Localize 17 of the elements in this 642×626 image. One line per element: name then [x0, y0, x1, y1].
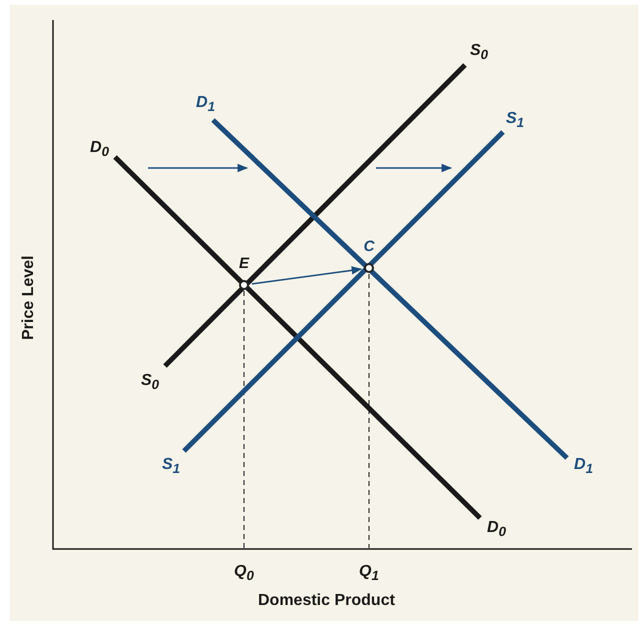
curve-label: S$_{1}$: [162, 456, 180, 478]
axis-title: Price Level: [20, 256, 38, 340]
curve-label: D$_{1}$: [196, 94, 215, 116]
curve-label: D$_{0}$: [487, 519, 506, 542]
curve-label: S$_{0}$: [141, 372, 160, 394]
arrow: [252, 266, 362, 285]
point-label: E: [238, 255, 250, 273]
curve-label: D$_{0}$: [90, 139, 109, 162]
axis-title: Domestic Product: [258, 592, 395, 610]
equilibrium-point: [236, 255, 252, 291]
quantity-label: Q$_{1}$: [359, 563, 379, 586]
quantity-label: Q$_{0}$: [234, 563, 254, 586]
curve-label: S$_{1}$: [506, 110, 524, 132]
curve-label: S$_{0}$: [470, 42, 488, 64]
equilibrium-point: [361, 238, 377, 274]
point-label: C: [362, 238, 376, 256]
curve-label: D$_{1}$: [574, 456, 593, 478]
